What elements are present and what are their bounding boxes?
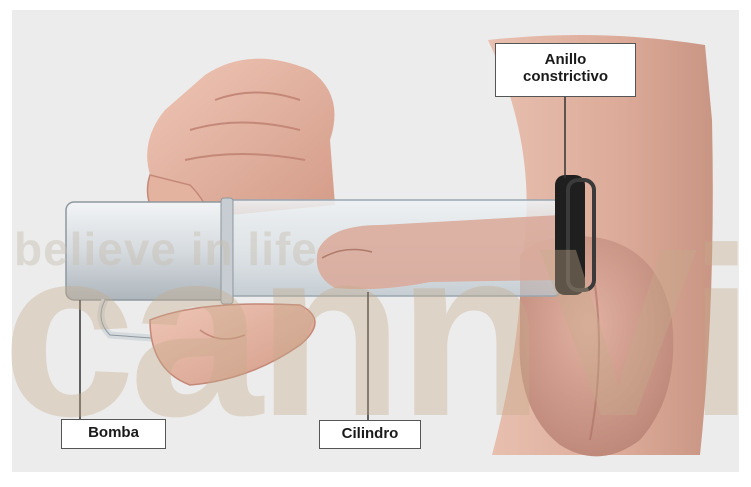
label-cilindro: Cilindro <box>319 420 421 449</box>
label-anillo-constrictivo: Anillo constrictivo <box>495 43 636 97</box>
pump <box>66 202 231 300</box>
label-bomba: Bomba <box>61 419 166 449</box>
